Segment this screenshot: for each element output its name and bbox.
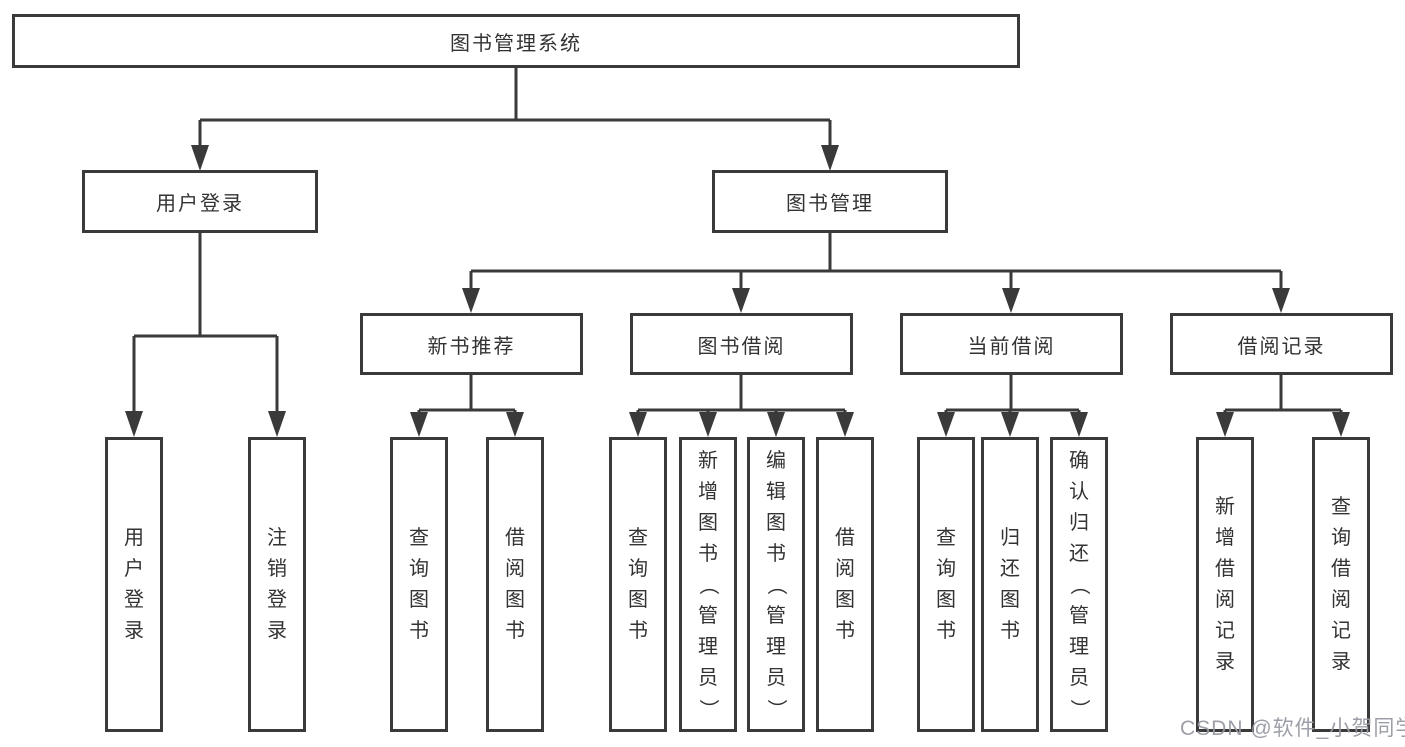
leaf-query-borrow-record: 查询借阅记录 bbox=[1312, 437, 1370, 732]
node-book-management: 图书管理 bbox=[712, 170, 948, 233]
leaf-confirm-return-admin: 确认归还（管理员） bbox=[1050, 437, 1108, 732]
leaf-user-login-label: 用户登录 bbox=[124, 527, 144, 642]
arrowheads bbox=[125, 145, 1350, 437]
node-borrow-records: 借阅记录 bbox=[1170, 313, 1393, 375]
node-root: 图书管理系统 bbox=[12, 14, 1020, 68]
leaf-edit-books-admin-label: 编辑图书（管理员） bbox=[765, 449, 787, 719]
node-user-login-label: 用户登录 bbox=[156, 193, 244, 215]
leaf-add-borrow-record: 新增借阅记录 bbox=[1196, 437, 1254, 732]
leaf-add-borrow-record-label: 新增借阅记录 bbox=[1215, 496, 1235, 673]
leaf-edit-books-admin: 编辑图书（管理员） bbox=[747, 437, 805, 732]
leaf-query-books-borrow: 查询图书 bbox=[609, 437, 667, 732]
leaf-logout-login: 注销登录 bbox=[248, 437, 306, 732]
leaf-logout-login-label: 注销登录 bbox=[267, 527, 287, 642]
leaf-confirm-return-admin-label: 确认归还（管理员） bbox=[1068, 449, 1090, 719]
node-borrow-records-label: 借阅记录 bbox=[1237, 335, 1326, 358]
leaf-borrow-books-label: 借阅图书 bbox=[835, 527, 855, 642]
node-current-borrow: 当前借阅 bbox=[900, 313, 1123, 375]
node-user-login: 用户登录 bbox=[82, 170, 318, 233]
node-root-label: 图书管理系统 bbox=[450, 32, 582, 55]
node-new-book-recommend-label: 新书推荐 bbox=[427, 335, 516, 358]
node-book-borrow: 图书借阅 bbox=[630, 313, 853, 375]
leaf-add-books-admin: 新增图书（管理员） bbox=[679, 437, 737, 732]
leaf-borrow-books: 借阅图书 bbox=[816, 437, 874, 732]
node-book-borrow-label: 图书借阅 bbox=[697, 335, 786, 358]
leaf-return-books-label: 归还图书 bbox=[1000, 527, 1020, 642]
leaf-query-books-borrow-label: 查询图书 bbox=[628, 527, 648, 642]
leaf-query-books-recommend-label: 查询图书 bbox=[409, 527, 429, 642]
node-book-management-label: 图书管理 bbox=[786, 193, 874, 215]
node-current-borrow-label: 当前借阅 bbox=[967, 335, 1056, 358]
leaf-return-books: 归还图书 bbox=[981, 437, 1039, 732]
leaf-query-books-current: 查询图书 bbox=[917, 437, 975, 732]
leaf-add-books-admin-label: 新增图书（管理员） bbox=[697, 449, 719, 719]
leaf-query-borrow-record-label: 查询借阅记录 bbox=[1331, 496, 1351, 673]
leaf-borrow-books-recommend-label: 借阅图书 bbox=[505, 527, 525, 642]
leaf-borrow-books-recommend: 借阅图书 bbox=[486, 437, 544, 732]
leaf-query-books-recommend: 查询图书 bbox=[390, 437, 448, 732]
leaf-query-books-current-label: 查询图书 bbox=[936, 527, 956, 642]
node-new-book-recommend: 新书推荐 bbox=[360, 313, 583, 375]
csdn-watermark: CSDN @软件_小贺同学 bbox=[1180, 717, 1405, 740]
leaf-user-login: 用户登录 bbox=[105, 437, 163, 732]
